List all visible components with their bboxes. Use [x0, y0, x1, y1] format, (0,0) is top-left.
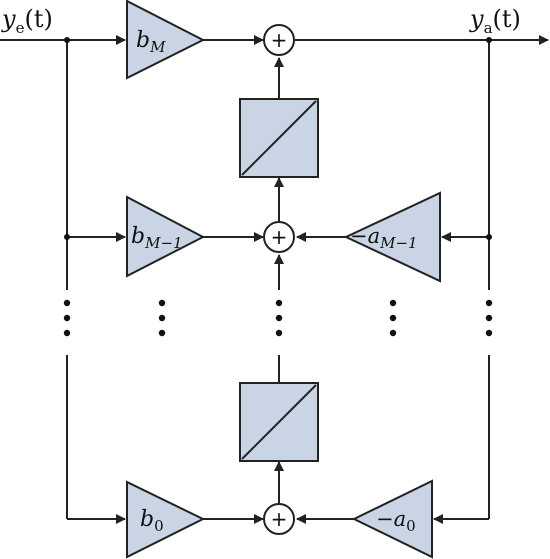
gain-bM1-label: bM−1 — [131, 224, 183, 252]
ellipsis-col-a — [389, 299, 397, 337]
ellipsis-col-input — [63, 299, 71, 337]
ellipsis-col-center — [275, 299, 283, 337]
wires — [0, 35, 549, 524]
junction-dot — [486, 37, 492, 43]
sum-junction-middle: + — [263, 221, 295, 253]
delay-block-top — [239, 98, 319, 178]
gain-a0-label: −a0 — [376, 507, 416, 535]
junction-dot — [64, 234, 70, 240]
output-signal-label: ya(t) — [469, 5, 521, 37]
sum-symbol: + — [271, 225, 288, 249]
ellipsis-dots — [63, 299, 493, 337]
gain-aM1-label: −aM−1 — [350, 224, 418, 252]
junction-dot — [64, 37, 70, 43]
gain-bM-triangle — [126, 0, 206, 80]
gain-bM1-triangle — [126, 195, 206, 278]
gain-a0-triangle — [351, 479, 433, 559]
sum-symbol: + — [271, 28, 288, 52]
gain-b0-label: b0 — [140, 507, 164, 535]
sum-junction-top: + — [263, 24, 295, 56]
gain-aM1-triangle — [343, 191, 441, 283]
sum-junction-bottom: + — [263, 503, 295, 535]
junctions — [64, 37, 492, 240]
ellipsis-col-b — [158, 299, 166, 337]
ellipsis-col-output — [485, 299, 493, 337]
input-signal-label: ye(t) — [1, 5, 53, 37]
sum-symbol: + — [271, 507, 288, 531]
gain-b0-triangle — [126, 480, 206, 559]
gain-bM-label: bM — [136, 28, 166, 56]
junction-dot — [486, 234, 492, 240]
delay-block-bottom — [239, 382, 319, 462]
